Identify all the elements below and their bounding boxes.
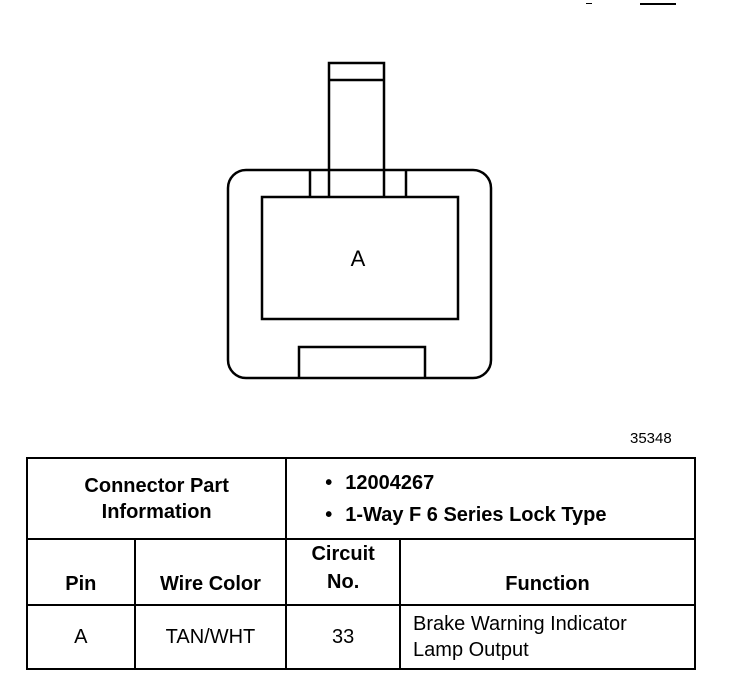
top-edge-mark xyxy=(640,3,676,5)
part-info-label-line1: Connector Part xyxy=(84,474,229,497)
connector-info-table: Connector Part Information • 12004267 • 1-… xyxy=(25,457,696,670)
part-type: 1-Way F 6 Series Lock Type xyxy=(345,503,607,526)
part-info-label: Connector Part Information xyxy=(25,457,288,540)
connector-body-outline xyxy=(226,168,493,380)
header-circuit-line2: No. xyxy=(327,571,360,593)
figure-number: 35348 xyxy=(630,430,672,447)
header-circuit: Circuit No. xyxy=(285,538,402,606)
header-circuit-line1: Circuit xyxy=(311,543,375,565)
cell-wire-color: TAN/WHT xyxy=(133,604,288,670)
lock-tab xyxy=(327,61,386,197)
part-item: • 12004267 xyxy=(325,467,694,499)
bottom-key xyxy=(297,345,427,378)
part-info-list: • 12004267 • 1-Way F 6 Series Lock Type xyxy=(285,457,696,540)
part-info-label-line2: Information xyxy=(101,500,212,523)
top-edge-mark xyxy=(586,3,592,4)
header-pin: Pin xyxy=(26,538,136,606)
cell-function: Brake Warning Indicator Lamp Output xyxy=(399,604,696,670)
cell-circuit: 33 xyxy=(285,604,402,670)
cell-function-line1: Brake Warning Indicator xyxy=(413,613,627,635)
part-number: 12004267 xyxy=(345,471,435,494)
connector-face-drawing: A xyxy=(226,61,493,380)
table-row: A TAN/WHT 33 Brake Warning Indicator Lam… xyxy=(26,604,696,670)
cell-function-line2: Lamp Output xyxy=(413,639,529,661)
cavity-label: A xyxy=(351,246,366,271)
header-function: Function xyxy=(399,538,696,606)
part-item: • 1-Way F 6 Series Lock Type xyxy=(325,499,694,531)
part-info-row: Connector Part Information • 12004267 • 1-… xyxy=(25,457,696,540)
header-wire-color: Wire Color xyxy=(133,538,288,606)
bullet-icon: • xyxy=(325,503,333,526)
cell-pin: A xyxy=(26,604,136,670)
cavity-frame xyxy=(260,195,460,321)
header-row: Pin Wire Color Circuit No. Function xyxy=(26,538,696,606)
bullet-icon: • xyxy=(325,471,333,494)
